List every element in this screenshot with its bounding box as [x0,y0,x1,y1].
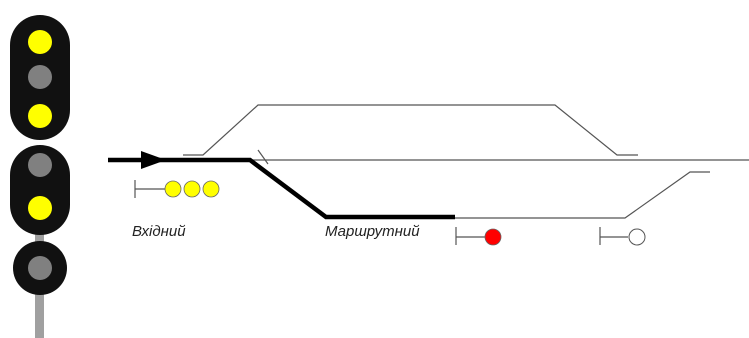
route-signal-label: Маршрутний [325,223,420,240]
entry-indicator [134,180,220,198]
exit-indicator [599,227,646,246]
route-indicator [455,227,502,246]
signal-head-bottom-unit [13,241,67,295]
signal-lamp-2 [28,65,52,89]
signal-lamp-6 [28,256,52,280]
signal-head-top-unit [10,15,70,140]
exit-lamp-white [628,228,646,246]
entry-signal-label: Вхідний [132,223,186,240]
signal-head-middle-unit [10,145,70,235]
entry-lamp-2 [183,180,201,198]
signal-lamp-3 [28,104,52,128]
lower-track [257,149,710,219]
entry-lamp-3 [202,180,220,198]
signal-lamp-5 [28,196,52,220]
station-tracks [183,104,749,219]
signal-lamp-1 [28,30,52,54]
route-lamp-red [484,228,502,246]
entry-lamp-1 [164,180,182,198]
entry-route [108,151,455,220]
arrow-right-icon [141,151,166,169]
signal-lamp-4 [28,153,52,177]
upper-siding-track [183,104,638,156]
